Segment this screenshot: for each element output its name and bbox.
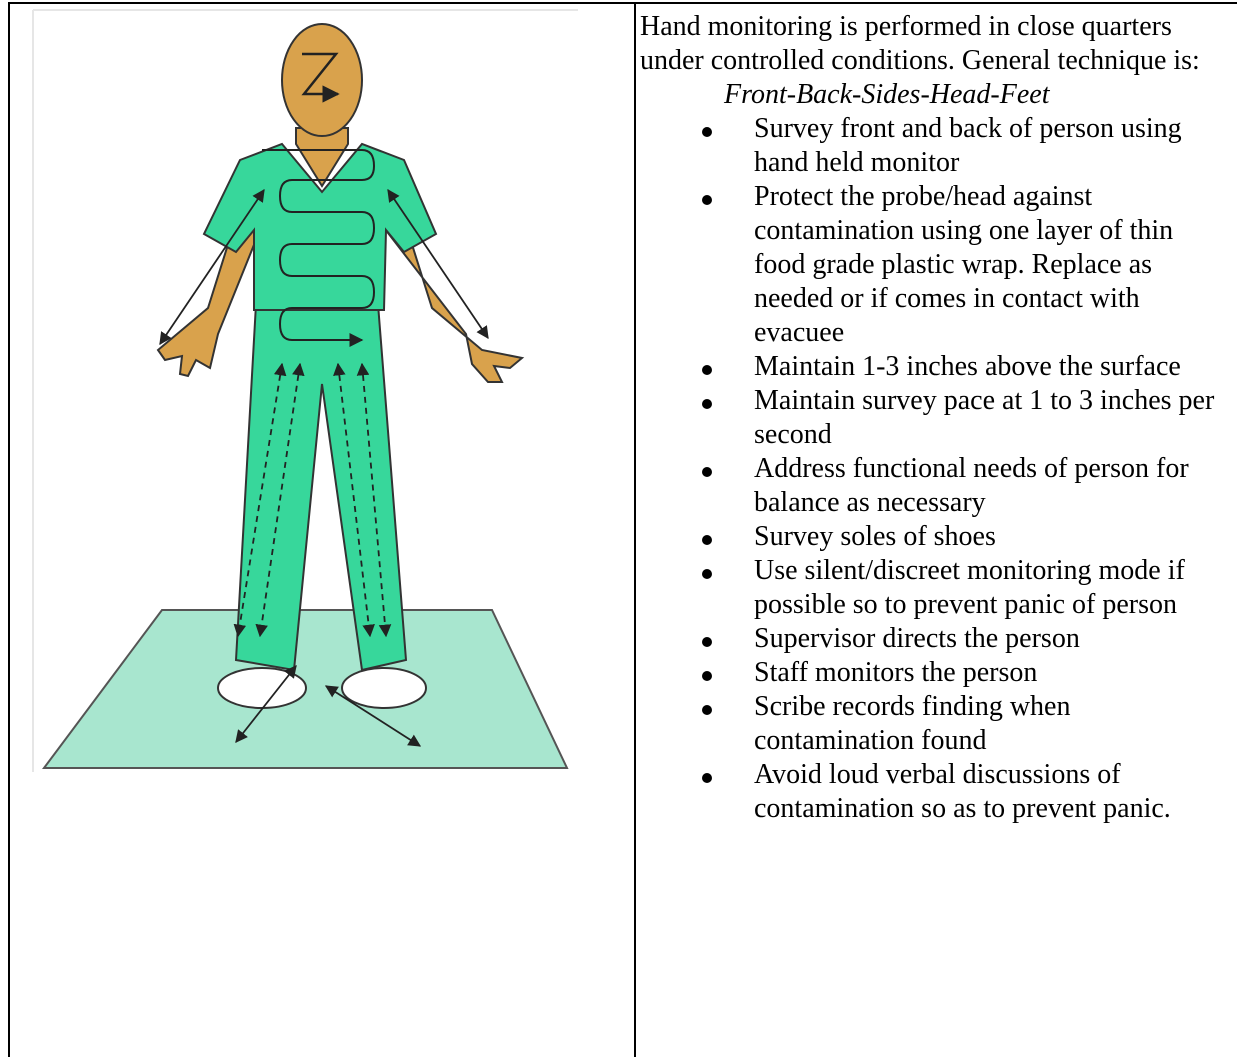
head <box>282 24 362 136</box>
list-item: Scribe records finding when contaminatio… <box>640 690 1230 758</box>
table-top-border <box>8 2 1237 4</box>
bullet-icon <box>702 399 712 409</box>
list-item: Avoid loud verbal discussions of contami… <box>640 758 1230 826</box>
list-item: Address functional needs of person for b… <box>640 452 1230 520</box>
bullet-icon <box>702 535 712 545</box>
list-item: Staff monitors the person <box>640 656 1230 690</box>
bullet-icon <box>702 365 712 375</box>
list-item: Maintain 1-3 inches above the surface <box>640 350 1230 384</box>
list-item: Maintain survey pace at 1 to 3 inches pe… <box>640 384 1230 452</box>
list-item: Supervisor directs the person <box>640 622 1230 656</box>
bullet-icon <box>702 569 712 579</box>
bullet-icon <box>702 637 712 647</box>
bullet-icon <box>702 195 712 205</box>
survey-technique-illustration <box>32 8 580 772</box>
technique-sequence: Front-Back-Sides-Head-Feet <box>724 78 1230 112</box>
right-shoe <box>342 668 426 708</box>
list-item: Survey soles of shoes <box>640 520 1230 554</box>
list-item: Use silent/discreet monitoring mode if p… <box>640 554 1230 622</box>
table-left-border <box>8 2 10 1057</box>
table-column-divider <box>634 2 636 1057</box>
bullet-icon <box>702 705 712 715</box>
instruction-list: Survey front and back of person using ha… <box>640 112 1230 826</box>
intro-paragraph: Hand monitoring is performed in close qu… <box>640 10 1230 78</box>
left-shoe <box>218 668 306 708</box>
bullet-icon <box>702 127 712 137</box>
right-arm-arrow <box>388 190 488 338</box>
instructions-cell: Hand monitoring is performed in close qu… <box>640 10 1230 826</box>
bullet-icon <box>702 467 712 477</box>
list-item: Survey front and back of person using ha… <box>640 112 1230 180</box>
bullet-icon <box>702 773 712 783</box>
list-item: Protect the probe/head against contamina… <box>640 180 1230 350</box>
bullet-icon <box>702 671 712 681</box>
